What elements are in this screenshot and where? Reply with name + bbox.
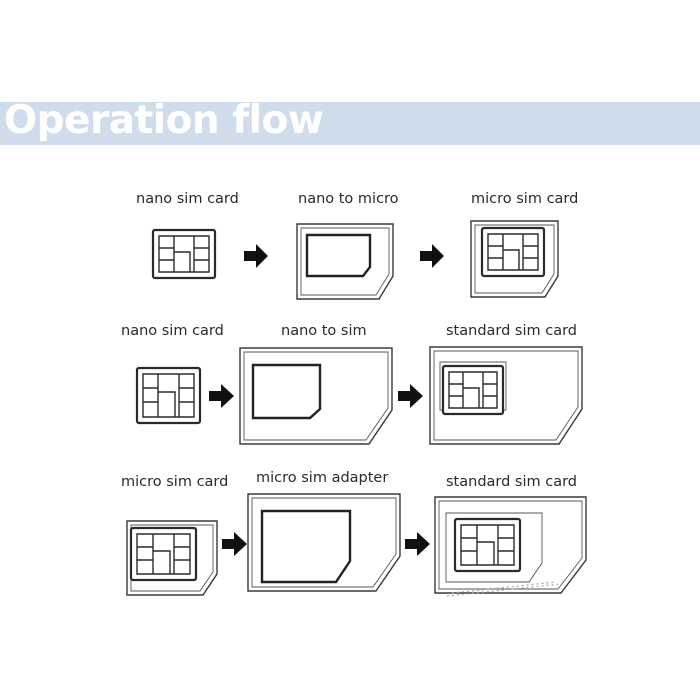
micro-sim-card-icon [470,220,559,298]
row1-step1-label: nano sim card [136,191,239,207]
arrow-right-icon [420,244,444,268]
arrow-right-icon [244,244,268,268]
nano-sim-card-icon [135,366,202,425]
row2-step1-label: nano sim card [121,323,224,339]
arrow-right-icon [222,532,247,556]
arrow-right-icon [209,384,234,408]
nano-to-micro-adapter-icon [296,223,394,300]
micro-sim-card-icon [126,520,218,596]
micro-sim-adapter-icon [247,493,401,592]
row1-step3-label: micro sim card [471,191,579,207]
title-banner [0,102,700,145]
nano-to-sim-adapter-icon [239,347,393,445]
page-title: Operation flow [4,98,324,143]
row2-step2-label: nano to sim [281,323,367,339]
row1-step2-label: nano to micro [298,191,399,207]
nano-sim-card-icon [151,228,217,280]
row2-step3-label: standard sim card [446,323,578,339]
arrow-right-icon [405,532,430,556]
standard-sim-card-icon [434,496,587,597]
arrow-right-icon [398,384,423,408]
row3-step1-label: micro sim card [121,474,229,490]
standard-sim-card-icon [429,346,583,445]
row3-step3-label: standard sim card [446,474,578,490]
row3-step2-label: micro sim adapter [256,470,389,486]
